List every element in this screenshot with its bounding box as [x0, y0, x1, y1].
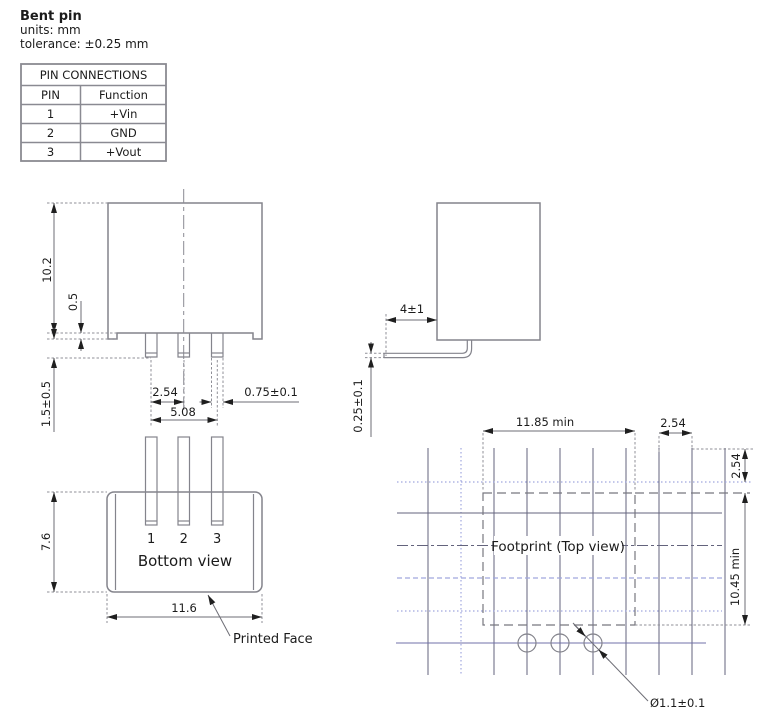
bottom-body-outline	[106, 491, 263, 593]
footprint-label: Footprint (Top view)	[491, 539, 625, 555]
bottom-pin-1	[144, 436, 158, 526]
bottom-pin-2	[177, 436, 191, 526]
units-label: units: mm	[20, 23, 81, 37]
table-title: PIN CONNECTIONS	[40, 68, 148, 82]
footprint-outline-dashed	[482, 492, 636, 626]
table-cell-pin-3: 3	[47, 145, 54, 159]
dim-text-rim-standoff: 0.5	[66, 293, 80, 311]
hole-leader-arrow-lower	[598, 649, 610, 661]
pin-number-1: 1	[147, 532, 155, 547]
printed-face-label: Printed Face	[233, 632, 313, 647]
dim-text-body-depth: 7.6	[39, 533, 53, 551]
printed-face-leader	[207, 594, 231, 637]
hole-leader-arrow-upper	[573, 624, 586, 637]
front-body-outline	[107, 202, 263, 340]
bent-pin-outer-line	[384, 340, 468, 354]
pin-number-2: 2	[180, 532, 188, 547]
dim-text-pitch: 2.54	[660, 416, 686, 430]
table-cell-pin-2: 2	[47, 126, 54, 140]
drawing-header: Bent pin units: mm tolerance: ±0.25 mm	[20, 9, 148, 51]
front-pin-1	[144, 333, 158, 358]
column-header-pin: PIN	[41, 88, 60, 102]
dim-text-pin-length: 1.5±0.5	[39, 381, 53, 427]
bent-pin-inner-line	[384, 340, 473, 359]
dim-text-pin-span: 5.08	[170, 405, 196, 419]
bottom-view: 1 2 3 Bottom view 7.6 11.6 Printed Face	[39, 436, 313, 647]
side-view: 4±1 0.25±0.1	[351, 202, 541, 437]
dim-text-row-offset: 2.54	[729, 453, 743, 479]
table-cell-fn-3: +Vout	[106, 145, 142, 159]
pin-number-3: 3	[213, 532, 221, 547]
table-cell-fn-2: GND	[110, 126, 137, 140]
hole-pin-1	[517, 633, 537, 653]
dim-text-body-height: 10.2	[40, 257, 54, 283]
bottom-pin-3	[210, 436, 224, 526]
dim-text-hole-diameter: Ø1.1±0.1	[650, 696, 705, 710]
dim-text-bend-length: 4±1	[400, 302, 424, 316]
pin-connections-table: PIN CONNECTIONS PIN Function 1 +Vin 2 GN…	[20, 63, 167, 162]
dim-text-pin-pitch: 2.54	[152, 385, 178, 399]
footprint-view: Footprint (Top view) 11.85 min 2.54 2.54…	[396, 415, 753, 710]
page-title: Bent pin	[20, 9, 82, 24]
dim-text-pin-width: 0.75±0.1	[244, 385, 298, 399]
hole-pin-2	[550, 633, 570, 653]
front-pin-2	[177, 333, 191, 358]
table-border	[20, 63, 167, 162]
table-cell-pin-1: 1	[47, 107, 54, 121]
dim-text-pin-thickness: 0.25±0.1	[351, 379, 365, 433]
hole-pin-3	[583, 633, 603, 653]
dim-text-footprint-depth: 10.45 min	[728, 548, 742, 606]
side-body-outline	[436, 202, 541, 341]
dim-text-footprint-width: 11.85 min	[516, 415, 574, 429]
tolerance-label: tolerance: ±0.25 mm	[20, 37, 148, 51]
footprint-label-mask	[494, 536, 622, 555]
dim-text-body-width: 11.6	[171, 601, 197, 615]
front-pin-3	[210, 333, 224, 358]
column-header-function: Function	[99, 88, 148, 102]
table-cell-fn-1: +Vin	[110, 107, 138, 121]
bottom-view-label: Bottom view	[138, 552, 232, 570]
front-view: 10.2 0.5 1.5±0.5 2.54 5.08 0.75±0.1	[39, 189, 299, 432]
